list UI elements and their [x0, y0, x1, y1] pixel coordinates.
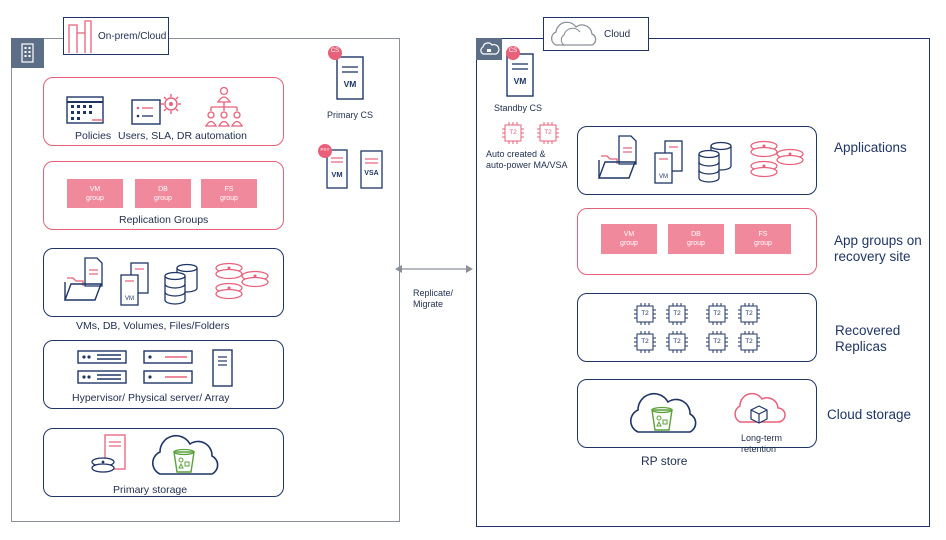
- vsa-server: VSA: [360, 150, 384, 190]
- cloud-title: Cloud: [604, 28, 631, 40]
- storage-array-icon: [212, 349, 233, 387]
- onprem-title: On-prem/Cloud: [98, 30, 167, 42]
- cloud-title-tag: Cloud: [543, 17, 649, 51]
- infrastructure-label: Hypervisor/ Physical server/ Array: [72, 392, 230, 404]
- data-sources-label: VMs, DB, Volumes, Files/Folders: [76, 320, 230, 332]
- app-vm-stack-icon: VM: [654, 140, 683, 184]
- auto-vsa-chip: T2: [537, 122, 559, 144]
- replicate-label: Replicate/: [413, 288, 454, 298]
- primary-cs-vm-text: VM: [343, 79, 357, 89]
- auto-created-label: Auto created &: [486, 149, 546, 159]
- physical-server-icon: [143, 350, 193, 384]
- replica-chip-label: T2: [713, 338, 721, 345]
- server-rack-icon: [77, 350, 127, 384]
- replica-chip-icon: T2: [706, 303, 728, 325]
- primary-cs-badge: CS: [330, 48, 340, 54]
- standby-cs-label: Standby CS: [494, 103, 543, 113]
- primary-storage-label: Primary storage: [113, 484, 188, 496]
- recovered-replicas-box: [577, 293, 817, 362]
- proxy-badge: PXY: [320, 147, 330, 152]
- city-icon: [68, 20, 92, 53]
- primary-cs-label: Primary CS: [327, 110, 374, 120]
- svg-text:VM: VM: [659, 174, 668, 180]
- cloud-region: [476, 38, 930, 527]
- replica-chip-icon: T2: [634, 303, 656, 325]
- proxy-vm-server: PXY VM: [316, 142, 356, 192]
- app-database-icon: [698, 141, 732, 183]
- replica-chip-label: T2: [713, 310, 721, 317]
- cloud-outline-icon: [550, 21, 597, 46]
- applications-label: Applications: [834, 140, 907, 155]
- onprem-title-tag: On-prem/Cloud: [63, 17, 169, 55]
- proxy-vm-text: VM: [331, 170, 343, 179]
- disk-stack-icon: [215, 262, 269, 300]
- long-term-label: Long-term: [741, 433, 783, 443]
- policies-label: Policies: [75, 130, 112, 142]
- cloud-storage-label: Cloud storage: [827, 407, 912, 422]
- recovered-label-line1: Recovered: [835, 323, 901, 338]
- cloud-bucket-icon: [152, 434, 219, 475]
- app-groups-label-line2: recovery site: [834, 249, 911, 264]
- replica-chip-icon: T2: [738, 331, 760, 353]
- primary-cs-server: CS VM: [325, 45, 375, 105]
- svg-text:VM: VM: [125, 296, 134, 302]
- building-icon: [11, 38, 44, 68]
- replicate-arrow: [395, 265, 473, 273]
- replica-chip-label: T2: [641, 338, 649, 345]
- replica-chip-icon: T2: [706, 331, 728, 353]
- calendar-icon: [66, 96, 104, 124]
- replica-chip-label: T2: [745, 310, 753, 317]
- long-term-cloud-icon: [734, 392, 786, 424]
- cloud-lock-icon: [476, 38, 502, 60]
- rp-store-cloud-bucket-icon: [630, 392, 697, 433]
- replica-chip-icon: T2: [666, 303, 688, 325]
- recovered-label-line2: Replicas: [835, 339, 887, 354]
- folder-files-icon: [63, 257, 103, 301]
- database-icon: [164, 263, 198, 305]
- app-disk-stack-icon: [750, 140, 804, 178]
- vm-stack-icon: VM: [120, 262, 149, 306]
- org-chart-icon: [204, 86, 244, 127]
- replication-groups-label: Replication Groups: [119, 214, 209, 226]
- replica-chip-label: T2: [673, 338, 681, 345]
- disk-server-icon: [91, 434, 126, 473]
- replica-chip-label: T2: [641, 310, 649, 317]
- app-groups-label-line1: App groups on: [834, 233, 922, 248]
- replica-chip-icon: T2: [738, 303, 760, 325]
- auto-power-label: auto-power MA/VSA: [486, 160, 568, 170]
- auto-ma-chip: T2: [502, 122, 524, 144]
- app-folder-files-icon: [597, 135, 637, 179]
- standby-cs-badge: CS: [508, 48, 518, 54]
- replica-chip-label: T2: [673, 310, 681, 317]
- replica-chip-icon: T2: [634, 331, 656, 353]
- rp-store-label: RP store: [641, 454, 688, 468]
- users-sla-label: Users, SLA, DR automation: [118, 130, 247, 142]
- standby-cs-vm-text: VM: [513, 76, 527, 86]
- replica-chip-label: T2: [745, 338, 753, 345]
- migrate-label: Migrate: [413, 299, 444, 309]
- vsa-text: VSA: [364, 170, 379, 177]
- replica-chip-icon: T2: [666, 331, 688, 353]
- settings-list-icon: [131, 94, 181, 125]
- standby-cs-server: CS VM: [495, 42, 545, 102]
- retention-label: retention: [741, 444, 777, 454]
